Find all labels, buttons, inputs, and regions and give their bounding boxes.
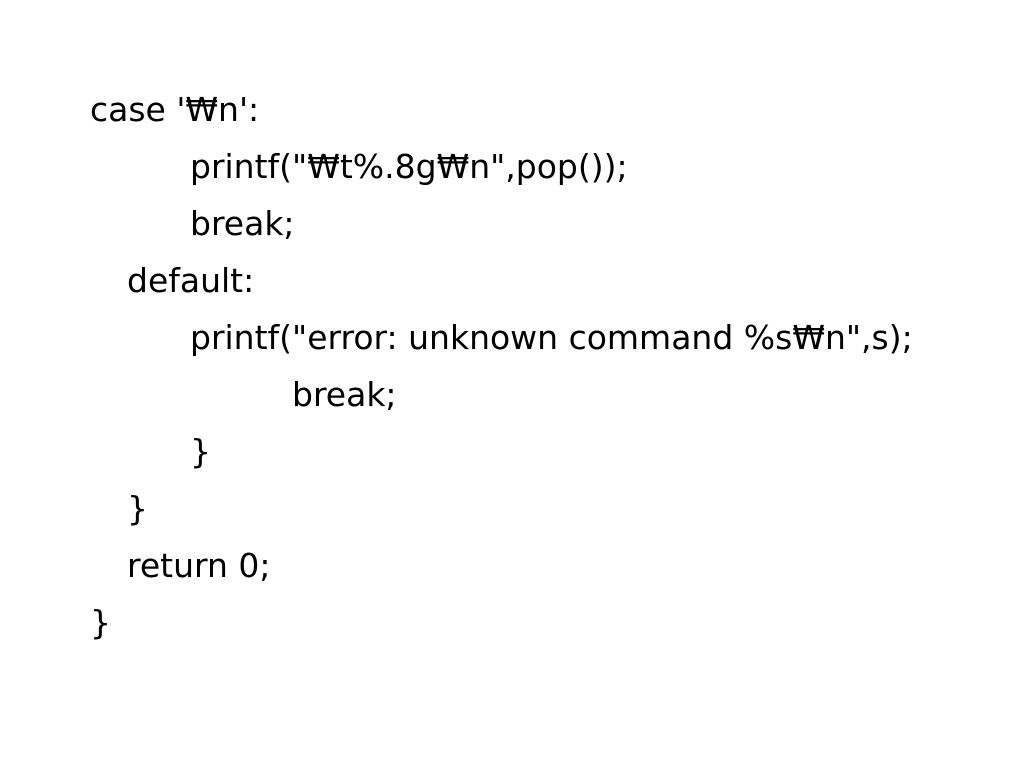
code-line-default: default: <box>127 261 255 300</box>
code-line-case: case '₩n': <box>90 90 260 129</box>
code-line-close-brace: } <box>127 489 148 528</box>
code-line-printf-error: printf("error: unknown command %s₩n",s); <box>190 318 913 357</box>
code-line-printf-pop: printf("₩t%.8g₩n",pop()); <box>190 147 628 186</box>
code-line-break: break; <box>292 375 397 414</box>
code-line-break: break; <box>190 204 295 243</box>
code-line-close-brace: } <box>90 603 111 642</box>
code-line-return: return 0; <box>127 546 271 585</box>
code-line-close-brace: } <box>190 432 211 471</box>
